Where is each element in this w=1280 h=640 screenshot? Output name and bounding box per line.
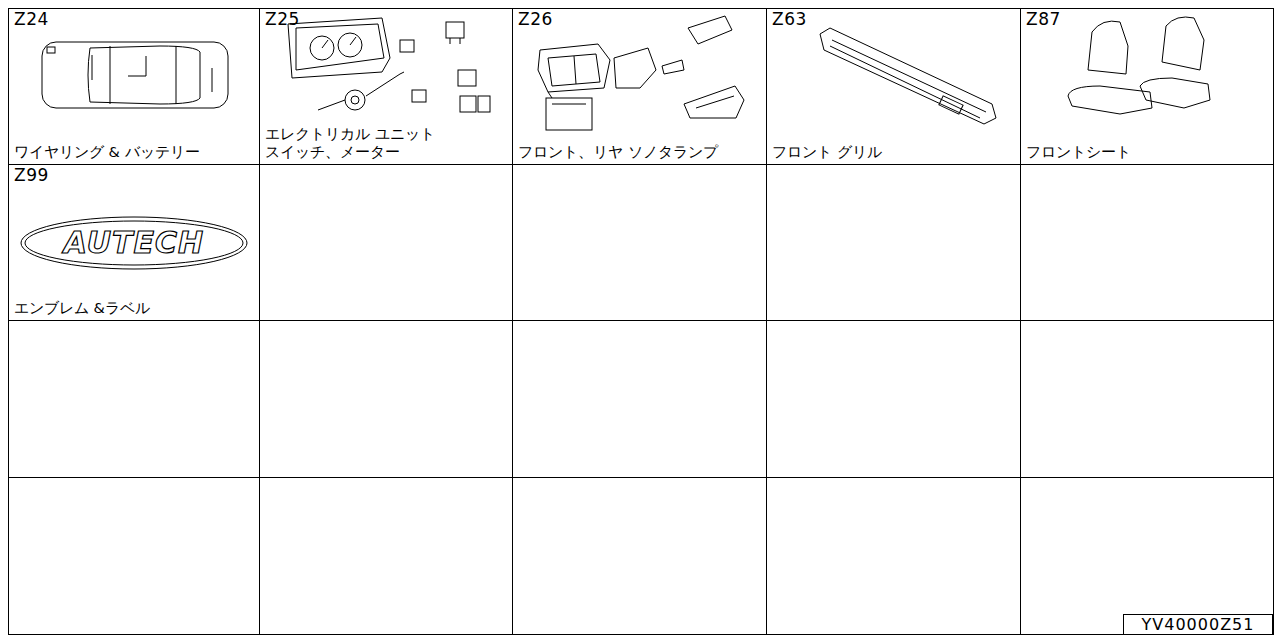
grid-lines — [8, 8, 1274, 635]
lamp-figure — [538, 16, 744, 130]
emblem-text: AUTECH — [64, 226, 204, 260]
section-caption: フロントシート — [1026, 143, 1231, 161]
figure-code: YV40000Z51 — [1142, 616, 1255, 634]
code-box: YV40000Z51 — [1123, 614, 1273, 635]
section-code: Z87 — [1026, 9, 1268, 29]
catalog-cell: Z99 エンブレム &ラベル AUTECH — [8, 164, 259, 320]
section-caption: エレクトリカル ユニット スイッチ、メーター — [265, 125, 470, 161]
car-wiring-figure — [42, 42, 228, 108]
catalog-cell: Z25 エレクトリカル ユニット スイッチ、メーター — [259, 8, 512, 164]
meter-switch-figure — [288, 18, 490, 112]
section-code: Z63 — [772, 9, 1015, 29]
catalog-cell: Z26 フロント、リヤ ソノタランプ — [512, 8, 766, 164]
catalog-cell: Z63 フロント グリル — [766, 8, 1020, 164]
section-code: Z26 — [518, 9, 761, 29]
catalog-cell: Z87 フロントシート — [1020, 8, 1273, 164]
section-code: Z99 — [14, 165, 254, 185]
section-code: Z24 — [14, 9, 254, 29]
section-caption: フロント グリル — [772, 143, 977, 161]
emblem-oval: AUTECH — [20, 216, 248, 270]
section-caption: ワイヤリング & バッテリー — [14, 143, 219, 161]
section-caption: エンブレム &ラベル — [14, 299, 219, 317]
grille-figure — [820, 28, 996, 124]
section-code: Z25 — [265, 9, 507, 29]
seat-figure — [1068, 17, 1210, 114]
section-caption: フロント、リヤ ソノタランプ — [518, 143, 723, 161]
catalog-cell: Z24 ワイヤリング & バッテリー — [8, 8, 259, 164]
